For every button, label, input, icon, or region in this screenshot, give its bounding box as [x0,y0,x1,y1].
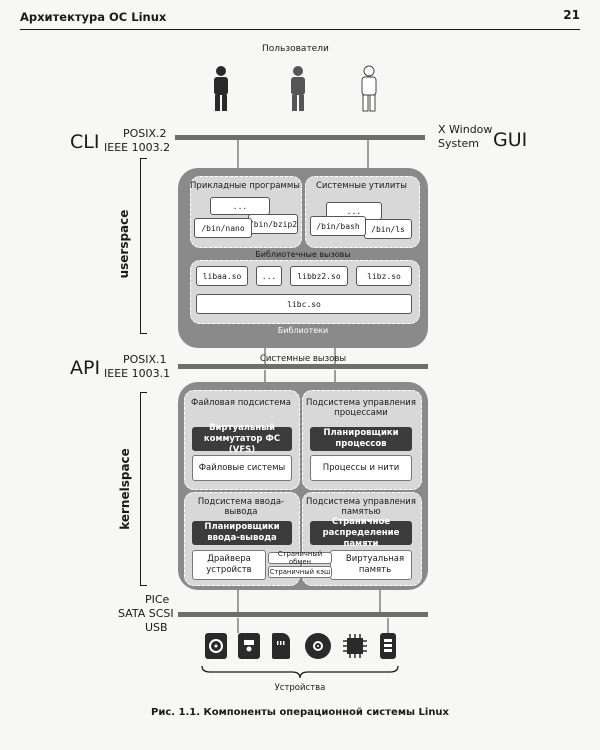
app-box-more: ... [210,197,270,215]
gui-sys-1: X Window [438,123,493,136]
fs-title: Файловая подсистема [190,398,292,408]
battery-icon [380,633,396,659]
header-rule [20,29,580,30]
bus-line-3: USB [145,621,168,634]
lib-calls-label: Библиотечные вызовы [255,250,351,259]
user-icon [361,65,377,112]
cli-gui-bar [175,135,425,140]
lib-box-more: ... [256,266,282,286]
users-figures [214,65,377,112]
floppy-icon [238,633,260,659]
userspace-label: userspace [117,209,131,279]
page-number: 21 [563,8,580,22]
lib-box-libaa: libaa.so [196,266,248,286]
bus-line-1: PICe [145,593,170,606]
proc-threads-box: Процессы и нити [310,455,412,481]
figure-caption: Рис. 1.1. Компоненты операционной систем… [150,707,450,718]
devices-brace [201,665,399,679]
util-box-bash: /bin/bash [310,216,366,236]
proc-sched-box: Планировщики процессов [310,427,412,451]
io-title: Подсистема ввода-вывода [197,497,285,517]
virtual-mem-box: Виртуальная память [330,550,412,580]
cli-label: CLI [70,131,100,153]
lib-box-libc: libc.so [196,294,412,314]
cli-std-1: POSIX.2 [123,127,167,140]
api-std-2: IEEE 1003.1 [104,367,171,380]
userspace-brace [140,158,147,334]
api-label: API [70,357,101,379]
app-box-nano: /bin/nano [194,218,252,238]
hdd-icon [205,633,227,659]
proc-title: Подсистема управления процессами [306,398,416,418]
io-sched-box: Планировщики ввода-вывода [192,521,292,545]
filesystems-box: Файловые системы [192,455,292,481]
disc-icon [305,633,331,659]
user-icon [214,66,228,111]
cpu-icon [342,633,368,659]
bus-bar [178,612,428,617]
app-box-bzip2: /bin/bzip2 [248,214,298,234]
gui-sys-2: System [438,137,480,150]
drivers-box: Драйвера устройств [192,550,266,580]
libs-title: Библиотеки [277,326,329,335]
api-bar [178,364,428,369]
users-label: Пользователи [262,44,329,54]
api-std-1: POSIX.1 [123,353,167,366]
kernelspace-label: kernelspace [118,448,132,530]
lib-box-libbz2: libbz2.so [290,266,348,286]
mem-title: Подсистема управления памятью [306,497,416,517]
user-icon [291,66,305,111]
gui-label: GUI [493,129,528,151]
page-cache-box: Страничный кэш [268,566,332,578]
util-box-ls: /bin/ls [364,219,412,239]
vfs-box: Виртуальный коммутатор ФС (VFS) [192,423,292,455]
swap-box: Страничный обмен [268,550,332,566]
utils-title: Системные утилиты [315,181,408,191]
paging-box: Страничное распределение памяти [310,517,412,549]
kernelspace-brace [140,392,147,586]
cli-std-2: IEEE 1003.2 [104,141,171,154]
apps-title: Прикладные программы [190,181,300,191]
sdcard-icon [272,633,290,659]
lib-box-libz: libz.so [356,266,412,286]
syscalls-label: Системные вызовы [259,354,347,364]
devices-label: Устройства [274,683,326,693]
bus-line-2: SATA SCSI [118,607,174,620]
running-header-title: Архитектура ОС Linux [20,10,167,24]
